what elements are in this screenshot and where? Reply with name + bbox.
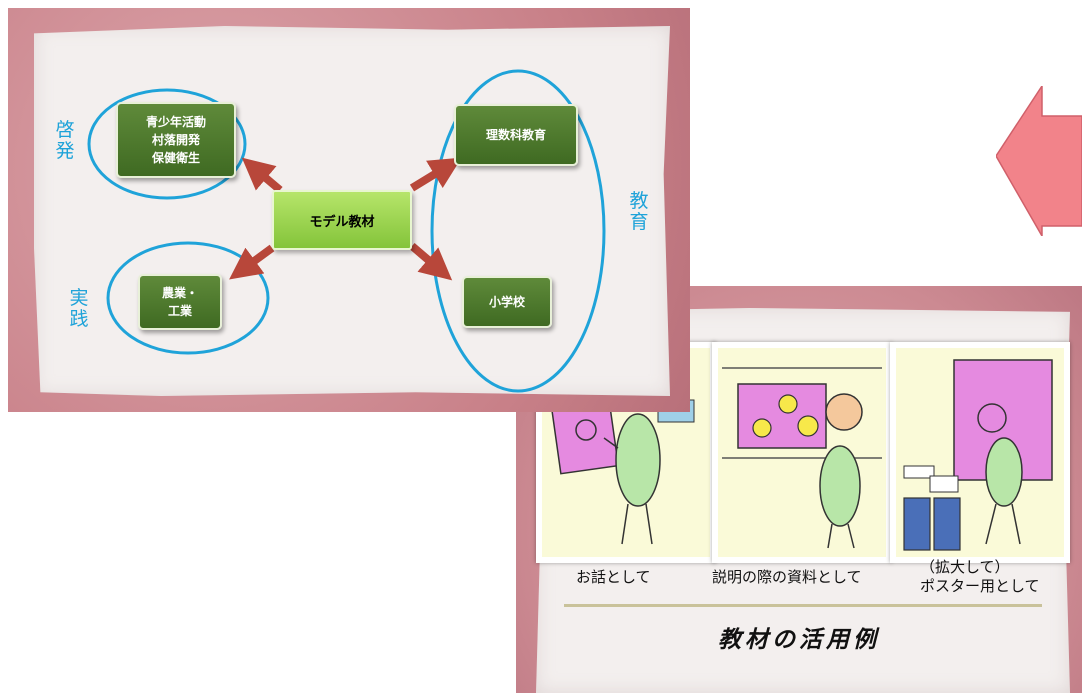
- box-science-math-education: 理数科教育: [454, 104, 578, 166]
- box-youth-village-health: 青少年活動 村落開発 保健衛生: [116, 102, 236, 178]
- label-kyoiku: 教 育: [629, 190, 649, 233]
- ellipse-keihatsu: [87, 88, 247, 200]
- divider-line: [564, 604, 1042, 607]
- ellipse-kyoiku: [430, 69, 606, 393]
- arrow-to-science: [409, 157, 462, 192]
- diagram-connectors: [87, 69, 606, 393]
- label-jissen: 実 践: [69, 287, 89, 330]
- ellipse-jissen: [106, 241, 270, 355]
- slide-heading: 教材の活用例: [718, 626, 880, 653]
- caption-storytelling: お話として: [576, 568, 651, 586]
- arrow-to-agri: [229, 244, 275, 280]
- box-elementary-school: 小学校: [462, 276, 552, 328]
- arrow-to-elementary: [409, 242, 453, 281]
- illustration-explanation: [712, 342, 892, 563]
- caption-explanation: 説明の際の資料として: [712, 568, 862, 586]
- poster-drawing: [903, 359, 1053, 551]
- center-box-model-material: モデル教材: [272, 190, 412, 250]
- caption-poster: （拡大して） ポスター用として: [920, 558, 1040, 595]
- model-material-slide: 啓 発 実 践 教 育 モデル教材 青少年活動 村落開発 保健衛生 理数科教育 …: [8, 8, 690, 412]
- arrow-to-youth: [241, 157, 283, 194]
- box-agriculture-industry: 農業・ 工業: [138, 274, 222, 330]
- illustration-poster: [890, 342, 1070, 563]
- label-keihatsu: 啓 発: [55, 119, 75, 162]
- explanation-drawing: [722, 367, 882, 549]
- left-arrow-icon: [996, 86, 1082, 236]
